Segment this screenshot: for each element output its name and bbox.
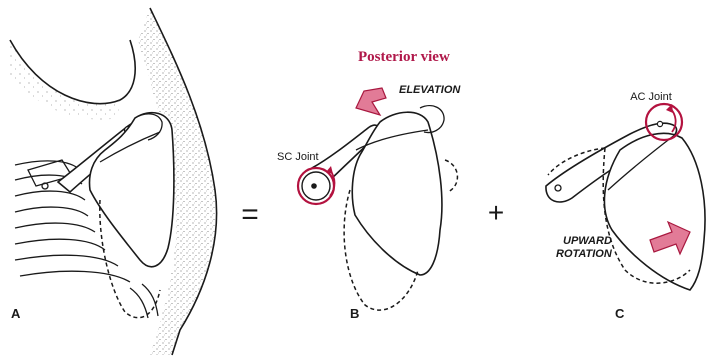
panel-label-a: A xyxy=(11,306,21,321)
panel-label-b: B xyxy=(350,306,359,321)
upward-rotation-label-line1: UPWARD xyxy=(563,235,612,247)
ac-joint-label: AC Joint xyxy=(630,91,672,103)
equals-sign: = xyxy=(241,198,259,231)
page-title: Posterior view xyxy=(358,49,450,65)
elevation-arrow xyxy=(356,88,386,115)
panel-label-c: C xyxy=(615,306,625,321)
ac-joint-pivot xyxy=(657,121,662,126)
sc-joint-pivot xyxy=(311,183,317,189)
panel-a-figure xyxy=(10,8,217,355)
upward-rotation-label-line2: ROTATION xyxy=(556,248,613,260)
clavicle-end-c xyxy=(555,185,561,191)
scapula-c xyxy=(604,133,705,290)
panel-b-figure xyxy=(298,88,457,310)
scapula-b-dashed-top xyxy=(445,160,457,192)
sc-joint-label: SC Joint xyxy=(277,151,319,163)
elevation-label: ELEVATION xyxy=(399,84,461,96)
neck-shading xyxy=(10,40,120,120)
plus-sign: + xyxy=(488,197,504,228)
panel-c-figure xyxy=(546,104,705,290)
